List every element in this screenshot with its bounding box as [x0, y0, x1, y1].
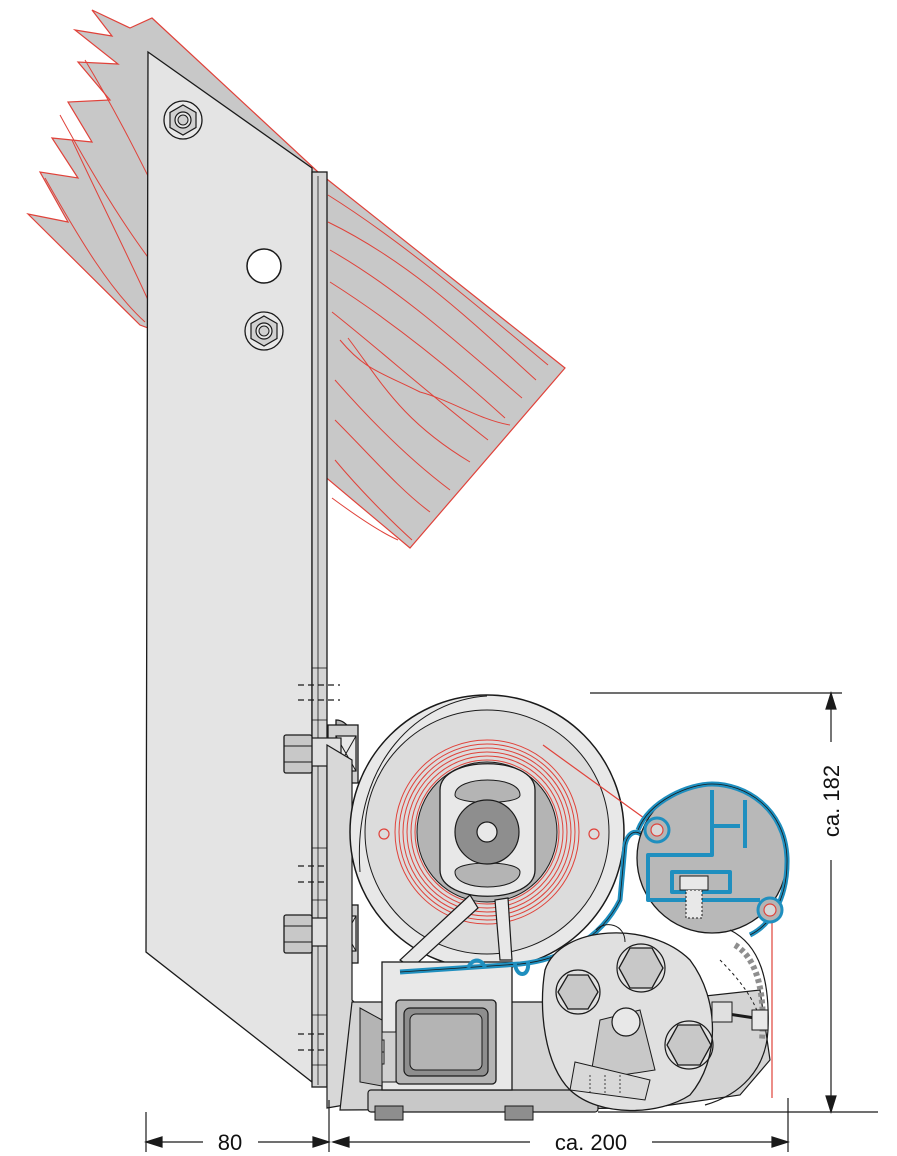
square-profile-housing	[359, 961, 513, 1091]
blue-aluminium-profile	[399, 829, 648, 976]
hex-nut-icon	[163, 100, 203, 140]
dimension-label-ca-182: ca. 182	[819, 765, 844, 837]
arm-joint	[541, 924, 769, 1112]
fabric-roller	[349, 694, 625, 970]
adjusting-screw	[711, 1001, 769, 1031]
fabric-runs	[542, 744, 773, 1098]
fabric-keder-icon	[756, 896, 784, 924]
profile-internal-webs	[646, 790, 760, 902]
dimension-label-80: 80	[218, 1130, 242, 1155]
hex-bolt-icon	[664, 1020, 714, 1070]
dimension-lines	[143, 690, 878, 1152]
front-bar-profile	[635, 781, 790, 938]
hex-bolt-icon	[555, 969, 601, 1015]
hex-bolt-icon	[616, 943, 666, 993]
mounting-hole-icon	[246, 248, 282, 284]
dimension-label-ca-200: ca. 200	[555, 1130, 627, 1155]
bracket-edge-strip	[311, 171, 328, 1088]
hex-nut-icon	[244, 311, 284, 351]
pivot-hole-icon	[611, 1007, 641, 1037]
fabric-keder-icon	[643, 816, 671, 844]
mounting-bracket	[145, 50, 340, 1088]
wood-grain-lines	[44, 59, 549, 541]
wound-fabric	[394, 739, 580, 925]
